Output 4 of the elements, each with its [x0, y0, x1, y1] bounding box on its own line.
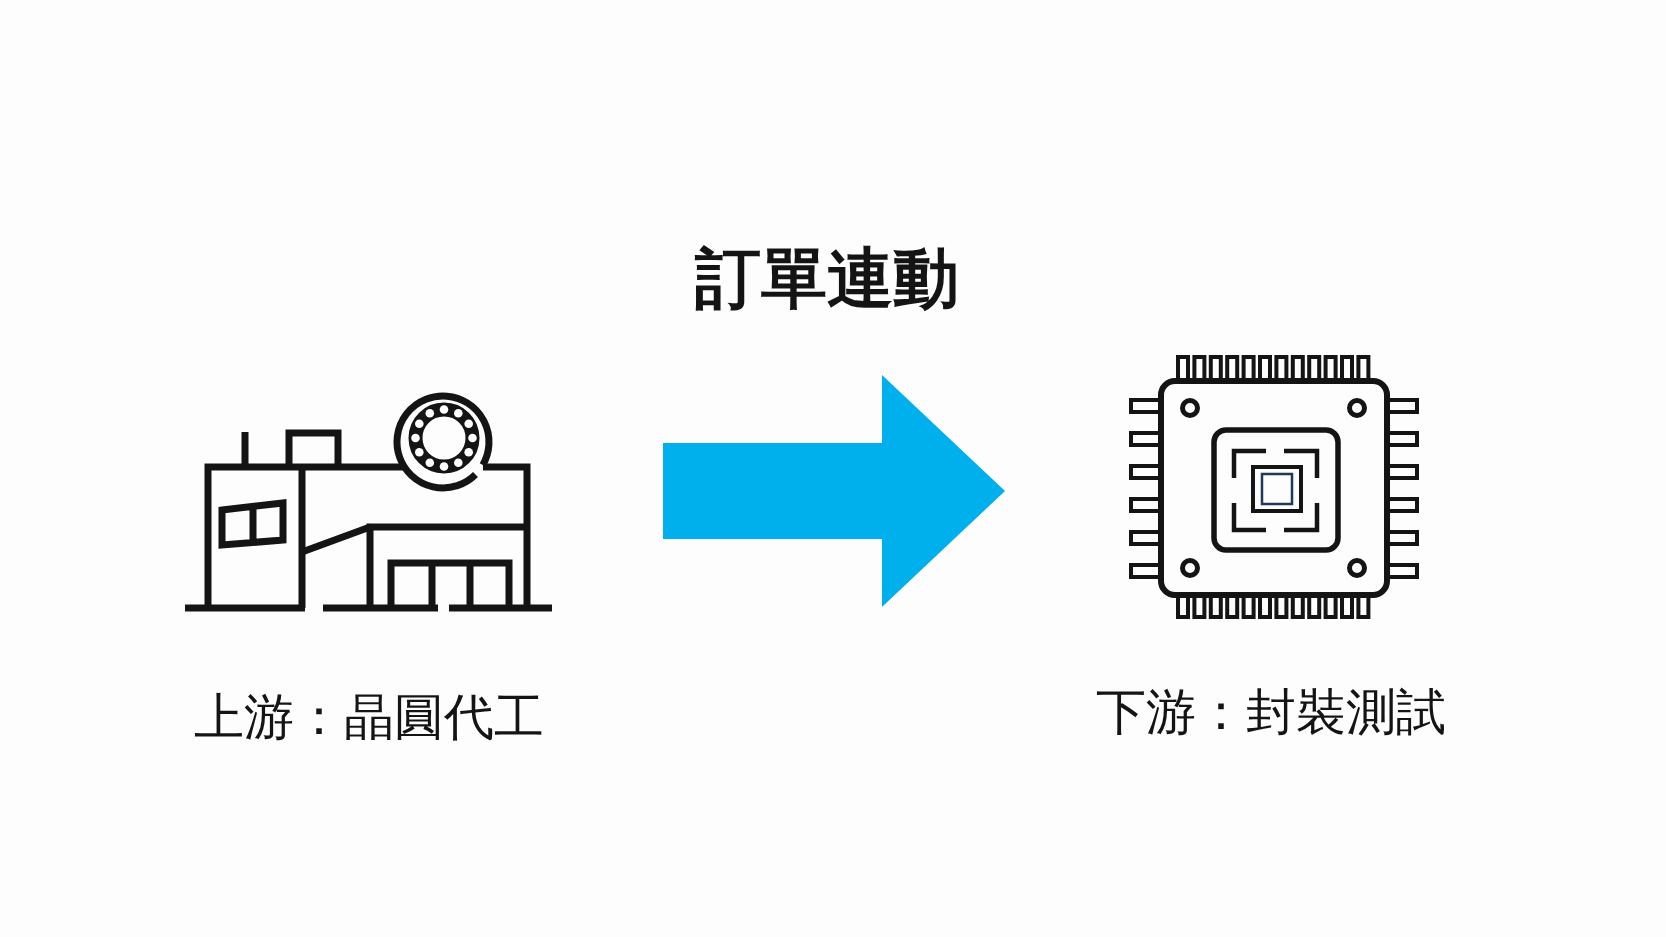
- node-label: 下游：封裝測試: [1096, 685, 1446, 740]
- arrow: [663, 375, 1005, 607]
- edge-label: 訂單連動: [695, 243, 959, 316]
- node-label: 上游：晶圓代工: [194, 690, 544, 745]
